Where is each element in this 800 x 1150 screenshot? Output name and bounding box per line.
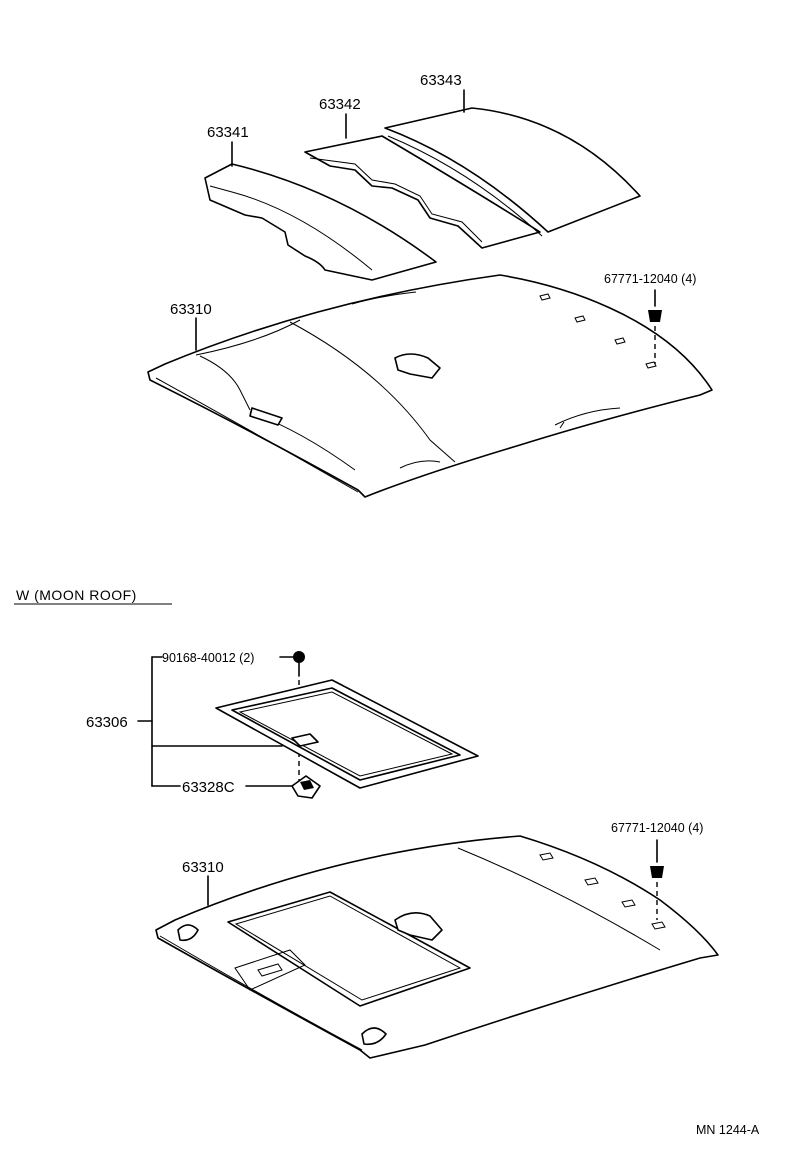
clip-top [648,289,662,364]
label-clip-top: 67771-12040 (4) [604,272,696,286]
clip-bottom [650,839,664,920]
label-63342: 63342 [319,96,361,113]
label-63310-top: 63310 [170,301,212,318]
label-63306: 63306 [86,714,128,731]
label-screw: 90168-40012 (2) [162,651,254,665]
insulator-63343 [384,107,641,237]
headlining-bottom [155,835,719,1059]
drawing-number: MN 1244-A [696,1123,760,1137]
bracket-63306 [137,656,293,787]
headlining-top [147,274,713,498]
stop-63328c [291,775,321,799]
insulator-63341 [204,163,437,281]
insulator-63342 [304,135,541,249]
label-63341: 63341 [207,124,249,141]
screw [279,651,305,784]
moonroof-garnish-frame [215,679,479,789]
section-title: W (MOON ROOF) [16,587,137,603]
label-63328c: 63328C [182,779,235,796]
label-63310-bottom: 63310 [182,859,224,876]
label-63343: 63343 [420,72,462,89]
label-clip-bottom: 67771-12040 (4) [611,821,703,835]
